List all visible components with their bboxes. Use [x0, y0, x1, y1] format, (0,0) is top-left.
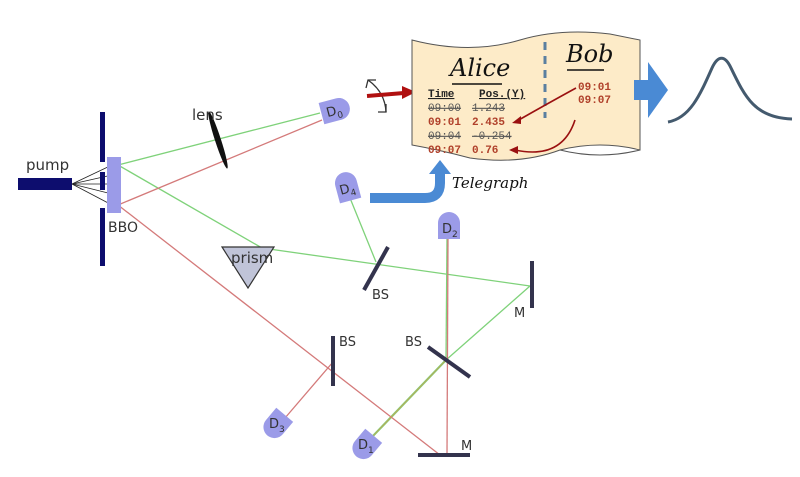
pump-fan — [71, 164, 113, 206]
telegraph-arrow — [370, 160, 451, 203]
alice-row-pos: -0.254 — [472, 131, 512, 143]
pump-laser — [18, 178, 72, 190]
idler-beam — [284, 361, 334, 419]
alice-row-pos: 1.243 — [472, 103, 505, 115]
detector-d4: D4 — [334, 172, 362, 204]
beam-splitter-right — [426, 345, 472, 379]
bob-time: 09:07 — [578, 95, 611, 107]
alice-row-pos: 2.435 — [472, 117, 505, 129]
red-arrow — [366, 86, 416, 99]
detector-d2: D2 — [438, 212, 460, 240]
signal-beam — [445, 237, 448, 361]
bs-left-label: BS — [339, 335, 356, 350]
signal-beam — [349, 197, 377, 263]
alice-row-time: 09:01 — [428, 117, 461, 129]
bs-upper-label: BS — [372, 288, 389, 303]
bbo-crystal — [107, 157, 121, 213]
alice-rows: 09:00 1.243 09:01 2.435 09:04 -0.254 09:… — [428, 103, 512, 157]
col-time-header: Time — [428, 89, 455, 101]
signal-beam — [261, 247, 531, 287]
signal-beam — [117, 164, 263, 249]
svg-text:D2: D2 — [442, 222, 458, 240]
arrowhead — [512, 116, 521, 124]
prism-label: prism — [231, 249, 273, 267]
col-pos-header: Pos.(Y) — [479, 89, 525, 101]
beam-splitter-upper — [362, 246, 390, 291]
mirror-right-label: M — [514, 306, 525, 321]
svg-text:D4: D4 — [338, 180, 358, 202]
bob-time: 09:01 — [578, 82, 611, 94]
prism — [220, 246, 276, 290]
correlation-arrows — [514, 87, 577, 153]
detector-d0: D0 — [318, 97, 350, 125]
mirror-bottom-label: M — [461, 439, 472, 454]
signal-beam — [445, 285, 531, 361]
bs-right-label: BS — [405, 335, 422, 350]
pump-label: pump — [26, 156, 69, 174]
alice-row-time: 09:00 — [428, 103, 461, 115]
interference-curve — [667, 56, 793, 124]
output-arrow — [634, 62, 668, 118]
alice-title: Alice — [448, 54, 510, 82]
idler-beam — [117, 119, 323, 206]
lens-label: lens — [192, 106, 223, 124]
telegraph-label: Telegraph — [452, 174, 528, 192]
aperture-plate-top — [100, 112, 105, 162]
bob-title: Bob — [565, 40, 613, 68]
idler-beam — [371, 359, 447, 438]
aperture-plate-bottom — [100, 208, 105, 266]
aperture-plate-mid — [100, 172, 105, 190]
svg-text:D1: D1 — [358, 438, 374, 456]
detector-d3: D3 — [263, 407, 294, 439]
svg-text:D0: D0 — [325, 102, 345, 124]
lens — [208, 111, 228, 169]
alice-row-pos: 0.76 — [472, 145, 498, 157]
bbo-label: BBO — [108, 220, 138, 236]
alice-row-time: 09:07 — [428, 145, 461, 157]
detector-d1: D1 — [352, 428, 383, 460]
idler-beam — [117, 204, 441, 456]
alice-row-time: 09:04 — [428, 131, 461, 143]
arrowhead — [509, 146, 518, 154]
idler-beam — [446, 237, 449, 456]
svg-text:D3: D3 — [269, 417, 285, 435]
beam-paths — [117, 112, 531, 456]
